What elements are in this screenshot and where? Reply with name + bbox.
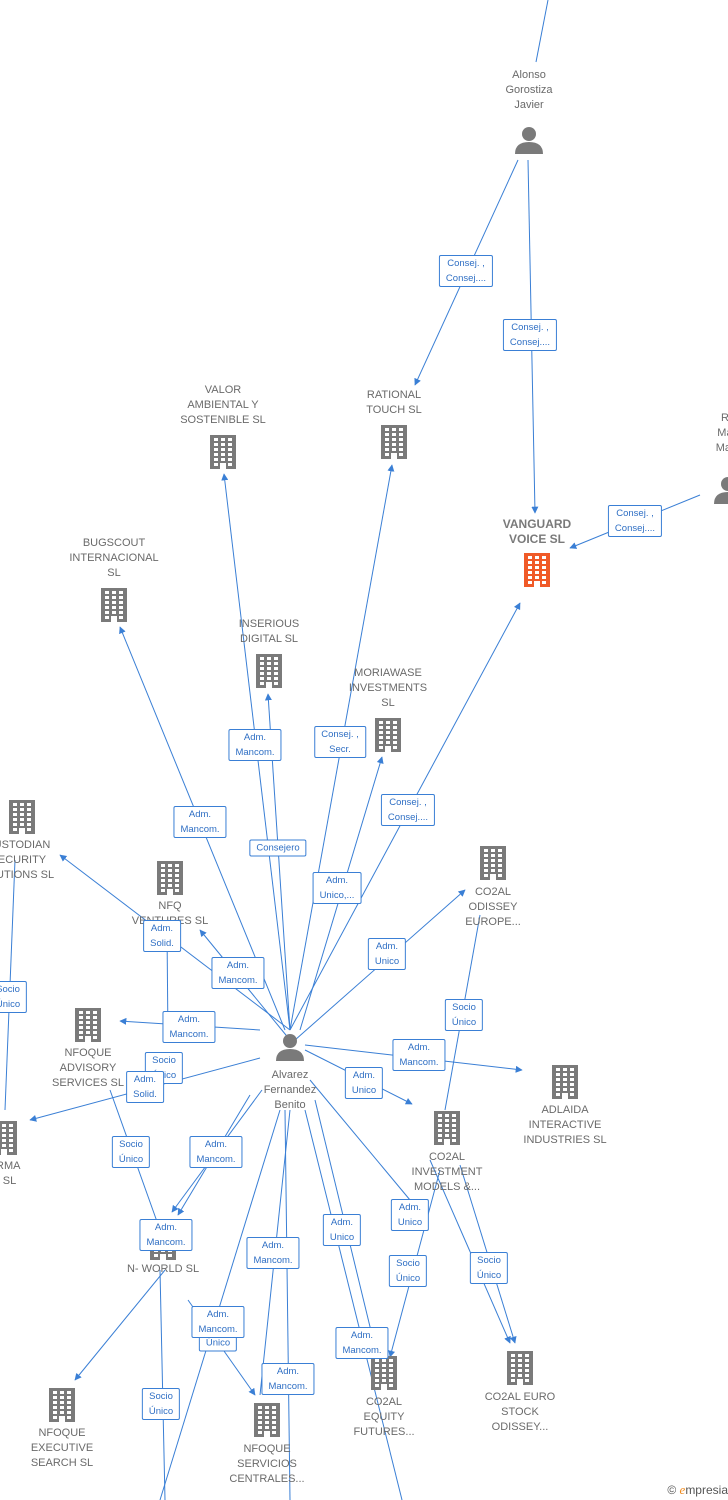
relation-label[interactable]: Consej. , Consej....: [502, 319, 558, 351]
relation-label[interactable]: Adm. Solid.: [126, 1071, 164, 1103]
relation-label[interactable]: Adm. Mancom.: [228, 729, 282, 761]
relation-label[interactable]: Adm. Unico: [344, 1067, 384, 1099]
co2al_equity-label[interactable]: CO2AL EQUITY FUTURES...: [353, 1396, 415, 1438]
relation-label[interactable]: Socio Único: [469, 1252, 509, 1284]
relation-label[interactable]: Socio Único: [0, 981, 28, 1013]
relation-edge: [159, 1109, 281, 1500]
relation-label[interactable]: Consej. , Consej....: [607, 505, 663, 537]
empresia-brand: © empresia: [667, 1482, 728, 1498]
valor-label[interactable]: VALOR AMBIENTAL Y SOSTENIBLE SL: [180, 384, 266, 426]
relation-label[interactable]: Adm. Unico: [367, 938, 407, 970]
relation-label[interactable]: Adm. Unico: [390, 1199, 430, 1231]
bugscout-building-icon[interactable]: [101, 588, 127, 622]
relation-label[interactable]: Socio Único: [388, 1255, 428, 1287]
relation-label[interactable]: Socio Único: [111, 1136, 151, 1168]
forma-building-icon[interactable]: [0, 1121, 17, 1155]
nfoque_adv-label[interactable]: NFOQUE ADVISORY SERVICES SL: [52, 1047, 124, 1089]
vanguard-label[interactable]: VANGUARD VOICE SL: [502, 517, 572, 546]
ro-person-icon[interactable]: [714, 477, 728, 504]
bugscout-label[interactable]: BUGSCOUT INTERNACIONAL SL: [69, 537, 159, 579]
relation-label[interactable]: Consej. , Consej....: [438, 255, 494, 287]
inserious-label[interactable]: INSERIOUS DIGITAL SL: [238, 618, 300, 645]
relation-label[interactable]: Adm. Mancom.: [392, 1039, 446, 1071]
relation-edge: [535, 0, 549, 63]
relation-label[interactable]: Adm. Mancom.: [335, 1327, 389, 1359]
relation-label[interactable]: Consej. , Secr.: [314, 726, 366, 758]
relation-label[interactable]: Socio Único: [141, 1388, 181, 1420]
icon-layer: [0, 127, 728, 1437]
co2al_inv-label[interactable]: CO2AL INVESTMENT MODELS &...: [411, 1151, 483, 1193]
relation-label[interactable]: Adm. Solid.: [143, 920, 181, 952]
relation-edge: [74, 1269, 166, 1381]
ro-label[interactable]: Ro Mag Marti: [715, 412, 728, 454]
relation-label[interactable]: Consejero: [249, 839, 307, 857]
alonso-label[interactable]: Alonso Gorostiza Javier: [505, 69, 553, 111]
alvarez-person-icon[interactable]: [276, 1034, 304, 1061]
copyright-symbol: ©: [667, 1483, 677, 1497]
co2al_equity-building-icon[interactable]: [371, 1356, 397, 1390]
nfq-building-icon[interactable]: [157, 861, 183, 895]
inserious-building-icon[interactable]: [256, 654, 282, 688]
nfoque_exec-building-icon[interactable]: [49, 1388, 75, 1422]
relation-edge: [309, 1079, 411, 1201]
relation-label[interactable]: Adm. Unico,...: [312, 872, 362, 904]
relation-label[interactable]: Adm. Mancom.: [246, 1237, 300, 1269]
relation-label[interactable]: Adm. Unico: [322, 1214, 362, 1246]
relation-label[interactable]: Adm. Mancom.: [211, 957, 265, 989]
moriawase-building-icon[interactable]: [375, 718, 401, 752]
custodian-building-icon[interactable]: [9, 800, 35, 834]
relation-label[interactable]: Socio Único: [444, 999, 484, 1031]
nworld-label[interactable]: N- WORLD SL: [126, 1263, 200, 1275]
relation-label[interactable]: Adm. Mancom.: [162, 1011, 216, 1043]
custodian-label[interactable]: USTODIAN ECURITY LUTIONS SL: [0, 839, 55, 881]
rational-label[interactable]: RATIONAL TOUCH SL: [366, 389, 422, 416]
moriawase-label[interactable]: MORIAWASE INVESTMENTS SL: [348, 667, 428, 709]
relation-label[interactable]: Adm. Mancom.: [261, 1363, 315, 1395]
relation-edge: [304, 1109, 403, 1500]
relation-label[interactable]: Consej. , Consej....: [380, 794, 436, 826]
relation-label[interactable]: Adm. Mancom.: [173, 806, 227, 838]
alvarez-label[interactable]: Alvarez Fernandez Benito: [263, 1069, 317, 1111]
forma-label[interactable]: ORMA U SL: [0, 1160, 21, 1187]
co2al_odissey-label[interactable]: CO2AL ODISSEY EUROPE...: [465, 886, 521, 928]
relation-label[interactable]: Adm. Mancom.: [191, 1306, 245, 1338]
co2al_inv-building-icon[interactable]: [434, 1111, 460, 1145]
alonso-person-icon[interactable]: [515, 127, 543, 154]
brand-name: mpresia: [685, 1483, 728, 1497]
nfoque_adv-building-icon[interactable]: [75, 1008, 101, 1042]
nfoque_exec-label[interactable]: NFOQUE EXECUTIVE SEARCH SL: [30, 1427, 94, 1469]
nfoque_serv-label[interactable]: NFOQUE SERVICIOS CENTRALES...: [229, 1443, 305, 1485]
adlaida-label[interactable]: ADLAIDA INTERACTIVE INDUSTRIES SL: [523, 1104, 607, 1146]
brand-initial: e: [679, 1482, 686, 1497]
nfoque_serv-building-icon[interactable]: [254, 1403, 280, 1437]
relation-edge: [159, 1269, 166, 1500]
adlaida-building-icon[interactable]: [552, 1065, 578, 1099]
valor-building-icon[interactable]: [210, 435, 236, 469]
relation-label[interactable]: Adm. Mancom.: [189, 1136, 243, 1168]
relation-edge: [429, 1159, 511, 1344]
vanguard-building-icon[interactable]: [524, 553, 550, 587]
relation-label[interactable]: Adm. Mancom.: [139, 1219, 193, 1251]
co2al_odissey-building-icon[interactable]: [480, 846, 506, 880]
rational-building-icon[interactable]: [381, 425, 407, 459]
co2al_euro-label[interactable]: CO2AL EURO STOCK ODISSEY...: [484, 1391, 556, 1433]
relation-edge: [284, 1109, 291, 1500]
co2al_euro-building-icon[interactable]: [507, 1351, 533, 1385]
